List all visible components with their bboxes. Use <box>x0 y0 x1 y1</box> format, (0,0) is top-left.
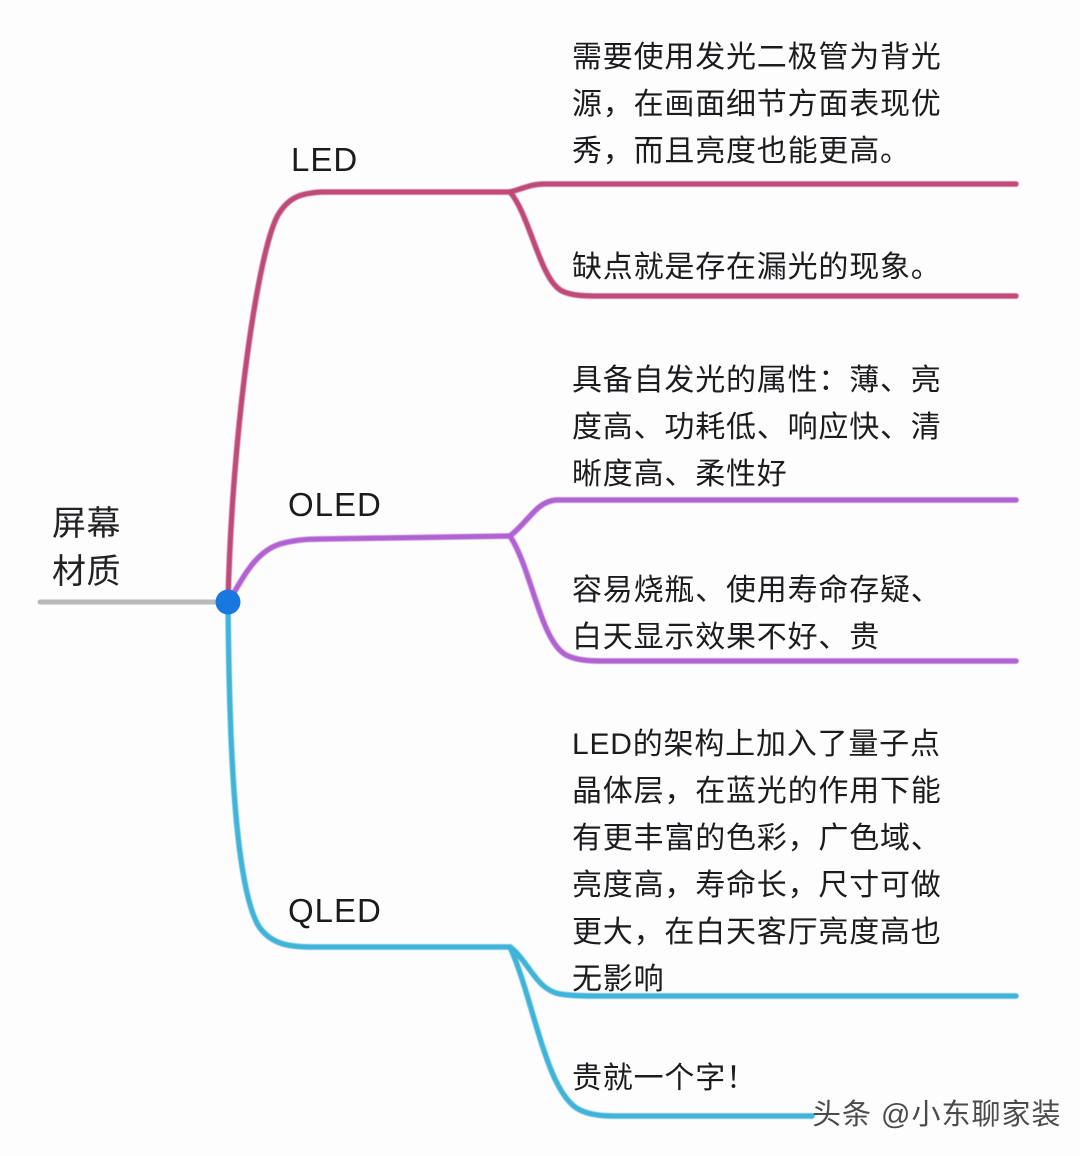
branch-label-oled[interactable]: OLED <box>288 486 382 523</box>
branch-oled-leaf2-edge <box>507 533 1019 664</box>
branch-qled-leaf2-edge <box>507 944 815 1119</box>
leaf-qled-disadvantages[interactable]: 贵就一个字！ <box>572 1062 757 1095</box>
leaf-oled-disadvantages[interactable]: 容易烧瓶、使用寿命存疑、 白天显示效果不好、贵 <box>572 574 942 654</box>
branch-qled-trunk <box>225 599 513 950</box>
branch-oled-trunk <box>225 533 513 605</box>
leaf-qled-advantages[interactable]: LED的架构上加入了量子点 晶体层，在蓝光的作用下能 有更丰富的色彩，广色域、 … <box>572 728 942 996</box>
branch-label-led[interactable]: LED <box>291 141 359 178</box>
branch-led-leaf2-edge <box>507 189 1019 299</box>
branch-label-qled[interactable]: QLED <box>288 892 382 929</box>
leaf-led-disadvantages[interactable]: 缺点就是存在漏光的现象。 <box>572 251 942 284</box>
leaf-oled-advantages[interactable]: 具备自发光的属性：薄、亮 度高、功耗低、响应快、清 晰度高、柔性好 <box>572 364 942 491</box>
branch-led-leaf1-edge <box>507 181 1019 195</box>
branch-oled-leaf1-edge <box>507 497 1019 539</box>
branch-qled-leaf1-edge <box>507 944 1019 999</box>
root-node-dot[interactable] <box>215 589 241 615</box>
branch-oled <box>225 497 1019 664</box>
leaf-led-advantages[interactable]: 需要使用发光二极管为背光 源，在画面细节方面表现优 秀，而且亮度也能更高。 <box>572 41 942 168</box>
root-node-label[interactable]: 屏幕 材质 <box>52 505 121 591</box>
branch-qled <box>225 599 1019 1119</box>
branch-led-trunk <box>225 189 513 605</box>
watermark-text: 头条 @小东聊家装 <box>812 1099 1062 1131</box>
branch-led <box>225 181 1019 605</box>
